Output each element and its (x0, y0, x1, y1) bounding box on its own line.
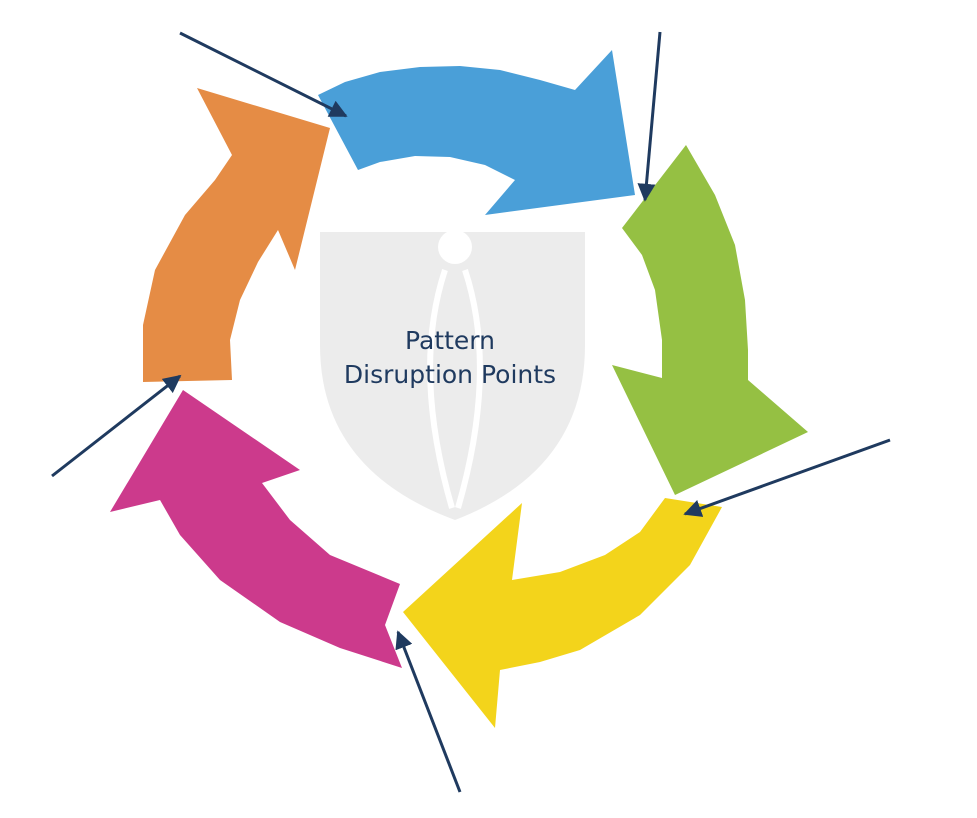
pointer-arrow-bottom (395, 630, 462, 793)
watermark-logo (320, 230, 585, 520)
watermark-figure-line-right (455, 269, 483, 509)
watermark-leaf-shape (320, 232, 585, 520)
pointer-arrow-top-right (637, 31, 662, 202)
center-label-line-1: Pattern (405, 326, 495, 355)
pointer-arrow-left (51, 374, 182, 478)
cycle-arrow-magenta (110, 390, 402, 668)
cycle-arrow-orange (143, 88, 330, 382)
cycle-arrow-yellow (403, 498, 722, 728)
cycle-arrow-green (612, 145, 808, 495)
watermark-head (438, 230, 472, 264)
pointer-arrow-top-left (179, 31, 348, 118)
center-label-line-2: Disruption Points (343, 360, 557, 389)
watermark-figure-line-left (427, 269, 455, 509)
pointer-arrow-right (683, 438, 891, 517)
cycle-arrow-blue (318, 50, 635, 215)
center-label: Pattern Disruption Points (300, 324, 600, 392)
